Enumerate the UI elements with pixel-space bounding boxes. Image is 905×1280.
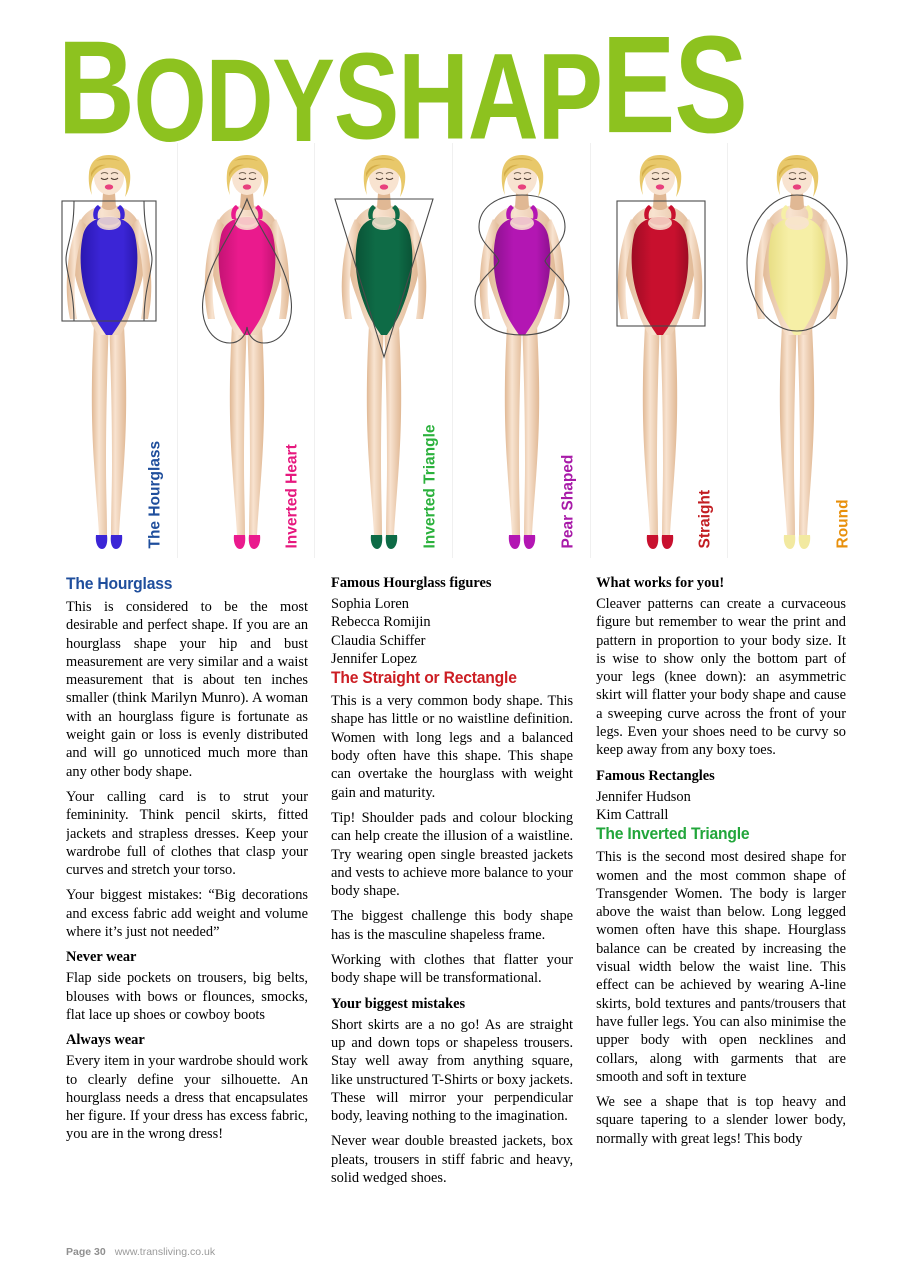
paragraph: Tip! Shoulder pads and colour blocking c… <box>331 809 574 900</box>
figure-label-wrap: Inverted Triangle <box>422 388 448 548</box>
inverted-triangle-icon <box>334 198 435 359</box>
figure-label-wrap: Pear Shaped <box>559 388 586 548</box>
body-shape-panel: Pear Shaped <box>452 143 590 558</box>
figure-label-wrap: The Hourglass <box>146 388 173 548</box>
body-shape-panel: Round <box>727 143 866 558</box>
body-figure-illustration <box>474 155 570 549</box>
paragraph: Cleaver patterns can create a curvaceous… <box>596 596 846 759</box>
subheading-never-wear: Never wear <box>66 949 137 966</box>
figure-label: Inverted Heart <box>283 443 301 548</box>
body-shape-panel: Straight <box>589 143 728 558</box>
page-title-part-1: B <box>58 14 135 163</box>
subheading-famous-hourglass: Famous Hourglass figures <box>331 575 492 591</box>
body-figure-illustration <box>334 155 435 549</box>
famous-name: Claudia Schiffer <box>331 632 426 649</box>
paragraph: Short skirts are a no go! As are straigh… <box>331 1016 574 1125</box>
figure-eight-icon <box>474 194 570 336</box>
figure-label-wrap: Straight <box>697 388 723 548</box>
body-figure-illustration <box>201 155 292 549</box>
paragraph: This is considered to be the most desira… <box>66 599 309 780</box>
figure-label: Inverted Triangle <box>421 423 439 548</box>
subheading-your-biggest-mistakes: Your biggest mistakes <box>331 995 466 1012</box>
rectangle-with-curves-icon <box>61 200 157 322</box>
famous-name: Sophia Loren <box>331 596 409 612</box>
figure-label: The Hourglass <box>146 440 164 548</box>
inverted-heart-icon <box>201 197 292 344</box>
page-title: BODY SHAPES <box>58 14 874 167</box>
famous-name: Jennifer Lopez <box>331 650 417 667</box>
paragraph: Every item in your wardrobe should work … <box>66 1053 309 1143</box>
body-shape-panel: Inverted Triangle <box>314 143 453 558</box>
famous-name: Kim Cattrall <box>596 806 669 823</box>
footer-page-number: Page 30 <box>66 1246 106 1258</box>
page-title-part-3: SHAP <box>333 28 603 166</box>
paragraph: The biggest challenge this body shape ha… <box>331 908 574 943</box>
subheading-famous-rectangles: Famous Rectangles <box>596 767 715 784</box>
paragraph: Working with clothes that flatter your b… <box>331 952 574 987</box>
article-columns: The Hourglass This is considered to be t… <box>66 574 846 1214</box>
figure-label: Pear Shaped <box>559 454 577 548</box>
body-shape-figures: The Hourglass <box>40 143 866 558</box>
figure-label-wrap: Round <box>835 388 861 548</box>
heading-the-straight-or-rectangle: The Straight or Rectangle <box>331 668 517 688</box>
paragraph: Your calling card is to strut your femin… <box>66 788 309 879</box>
body-figure-illustration <box>61 155 157 549</box>
subheading-always-wear: Always wear <box>66 1032 145 1049</box>
heading-the-inverted-triangle: The Inverted Triangle <box>596 824 750 844</box>
body-figure-illustration <box>616 155 706 549</box>
paragraph: This is the second most desired shape fo… <box>596 849 846 1085</box>
body-shape-panel: Inverted Heart <box>176 143 315 558</box>
paragraph: We see a shape that is top heavy and squ… <box>596 1094 846 1147</box>
circle-icon <box>746 194 848 332</box>
famous-name: Jennifer Hudson <box>596 788 691 805</box>
column-three: What works for you! Cleaver patterns can… <box>596 574 846 1214</box>
rectangle-icon <box>616 200 706 327</box>
paragraph: This is a very common body shape. This s… <box>331 693 574 801</box>
page-header-band: BODY SHAPES <box>0 0 905 167</box>
page-footer: Page 30 www.transliving.co.uk <box>66 1246 215 1258</box>
famous-name: Rebecca Romijin <box>331 614 431 631</box>
body-shape-panel: The Hourglass <box>40 143 177 558</box>
figure-label: Round <box>834 498 852 548</box>
paragraph: Flap side pockets on trousers, big belts… <box>66 970 309 1023</box>
figure-label-wrap: Inverted Heart <box>284 388 310 548</box>
heading-the-hourglass: The Hourglass <box>66 574 173 593</box>
figure-label: Straight <box>696 489 714 548</box>
column-one: The Hourglass This is considered to be t… <box>66 574 308 1214</box>
paragraph: Your biggest mistakes: “Big decorations … <box>66 887 309 941</box>
paragraph: Never wear double breasted jackets, box … <box>331 1133 574 1187</box>
page-title-part-4: ES <box>601 6 748 162</box>
subheading-what-works-for-you: What works for you! <box>596 575 725 591</box>
footer-website: www.transliving.co.uk <box>114 1246 216 1258</box>
body-figure-illustration <box>746 155 848 549</box>
